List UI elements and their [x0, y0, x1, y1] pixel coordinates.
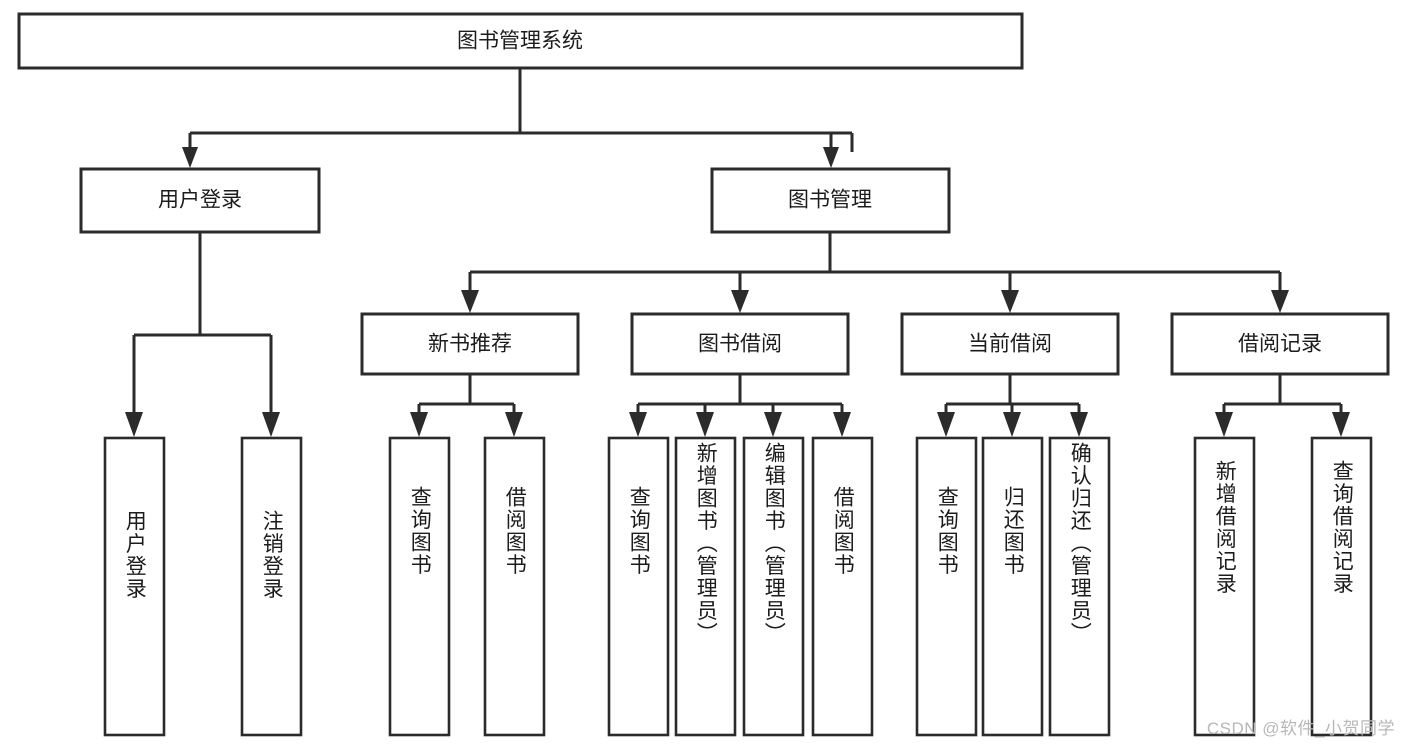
connector-borrowrecord-to-leaves — [1215, 374, 1350, 437]
connector-userlogin-to-leaves — [125, 232, 280, 437]
leaf-box-return-book[interactable] — [981, 436, 1044, 737]
node-user-login[interactable]: 用户登录 — [79, 167, 321, 234]
node-root[interactable]: 图书管理系统 — [17, 12, 1024, 70]
leaf-box-add-record[interactable] — [1193, 436, 1256, 737]
node-book-borrow[interactable]: 图书借阅 — [630, 312, 850, 376]
node-book-management[interactable]: 图书管理 — [710, 167, 951, 234]
node-root-label: 图书管理系统 — [457, 30, 583, 53]
node-borrow-record[interactable]: 借阅记录 — [1170, 312, 1390, 376]
connector-bookmgmt-to-level3 — [461, 232, 1289, 313]
leaf-box-borrow-book-nb[interactable] — [483, 436, 546, 737]
node-book-management-label: 图书管理 — [788, 189, 872, 212]
node-new-book-recommend[interactable]: 新书推荐 — [360, 312, 580, 376]
watermark: CSDN @软件_小贺同学 — [1206, 719, 1395, 738]
leaf-box-edit-book[interactable] — [742, 436, 805, 737]
leaf-box-user-logout[interactable] — [240, 436, 303, 737]
leaf-box-borrow-book-bb[interactable] — [811, 436, 874, 737]
leaf-box-query-record[interactable] — [1310, 436, 1373, 737]
node-user-login-label: 用户登录 — [158, 189, 242, 212]
leaf-box-query-book-bb[interactable] — [607, 436, 670, 737]
node-current-borrow[interactable]: 当前借阅 — [900, 312, 1120, 376]
connector-bookborrow-to-leaves — [629, 374, 851, 437]
node-borrow-record-label: 借阅记录 — [1238, 333, 1322, 356]
leaf-box-user-login[interactable] — [103, 436, 166, 737]
node-book-borrow-label: 图书借阅 — [698, 333, 782, 356]
leaf-box-query-book-nb[interactable] — [388, 436, 451, 737]
leaf-boxes — [103, 436, 1373, 737]
leaf-box-confirm-return[interactable] — [1048, 436, 1111, 737]
node-new-book-recommend-label: 新书推荐 — [428, 333, 512, 356]
leaf-box-query-book-cb[interactable] — [915, 436, 978, 737]
connector-newbook-to-leaves — [410, 374, 523, 437]
connector-currentborrow-to-leaves — [937, 374, 1088, 437]
node-current-borrow-label: 当前借阅 — [968, 333, 1052, 356]
connector-root-to-level2 — [182, 68, 854, 168]
leaf-box-add-book[interactable] — [674, 436, 737, 737]
